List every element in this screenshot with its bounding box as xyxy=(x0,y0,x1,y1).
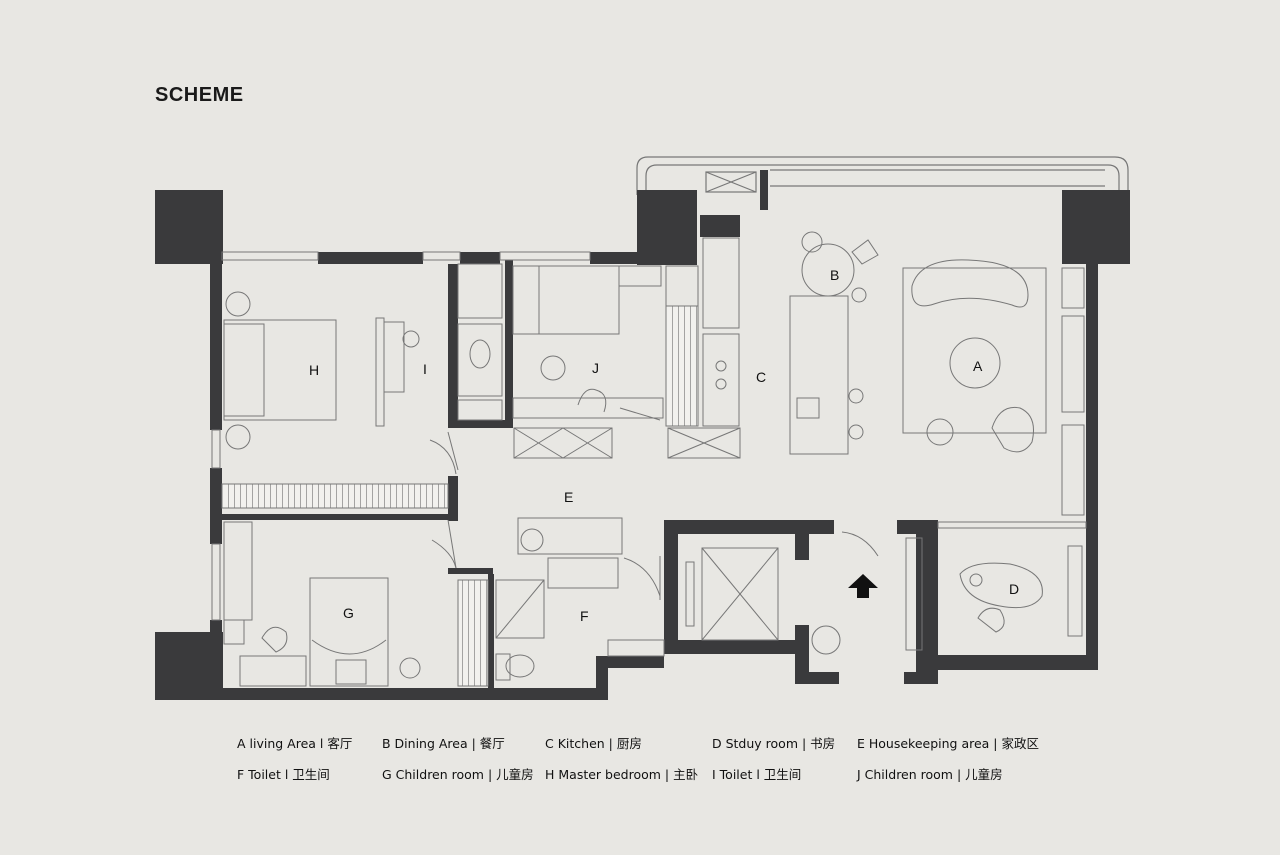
room-c-kitchen xyxy=(513,237,864,459)
room-label-h: H xyxy=(309,362,319,378)
room-h-furniture xyxy=(223,291,420,450)
room-label-a: A xyxy=(973,358,983,374)
windows xyxy=(211,251,1087,621)
room-e-housekeeping xyxy=(431,517,623,589)
room-f-fixtures xyxy=(457,556,665,687)
elevator-core xyxy=(685,531,923,655)
room-label-j: J xyxy=(592,360,599,376)
wardrobe-band xyxy=(221,483,449,509)
room-d-study xyxy=(959,545,1083,637)
room-j-furniture xyxy=(512,265,699,427)
room-g-furniture xyxy=(223,521,421,687)
legend-item-j: J Children room | 儿童房 xyxy=(857,767,1003,782)
room-labels: A B C D E F G H I J xyxy=(309,267,1019,624)
room-b-dining xyxy=(801,231,879,303)
legend-item-e: E Housekeeping area | 家政区 xyxy=(857,736,1039,751)
legend-item-d: D Stduy room | 书房 xyxy=(712,736,836,751)
legend-item-g: G Children room | 儿童房 xyxy=(382,767,534,782)
balcony xyxy=(636,156,1129,195)
room-i-fixtures xyxy=(429,263,503,475)
room-label-c: C xyxy=(756,369,766,385)
legend-item-h: H Master bedroom | 主卧 xyxy=(545,767,699,782)
legend-item-f: F Toilet l 卫生间 xyxy=(237,767,330,782)
structural-columns xyxy=(155,190,1130,700)
legend-item-c: C Kitchen | 厨房 xyxy=(545,736,642,751)
walls xyxy=(210,170,1098,700)
room-label-b: B xyxy=(830,267,839,283)
room-a-living xyxy=(902,259,1085,516)
room-label-d: D xyxy=(1009,581,1019,597)
legend-item-a: A living Area l 客厅 xyxy=(237,736,353,751)
page-title: SCHEME xyxy=(155,84,244,106)
legend-item-i: I Toilet l 卫生间 xyxy=(712,767,802,782)
room-label-g: G xyxy=(343,605,354,621)
entrance-arrow-icon xyxy=(848,574,878,598)
room-label-e: E xyxy=(564,489,573,505)
legend-item-b: B Dining Area | 餐厅 xyxy=(382,736,505,751)
room-label-i: I xyxy=(423,361,427,377)
room-label-f: F xyxy=(580,608,589,624)
